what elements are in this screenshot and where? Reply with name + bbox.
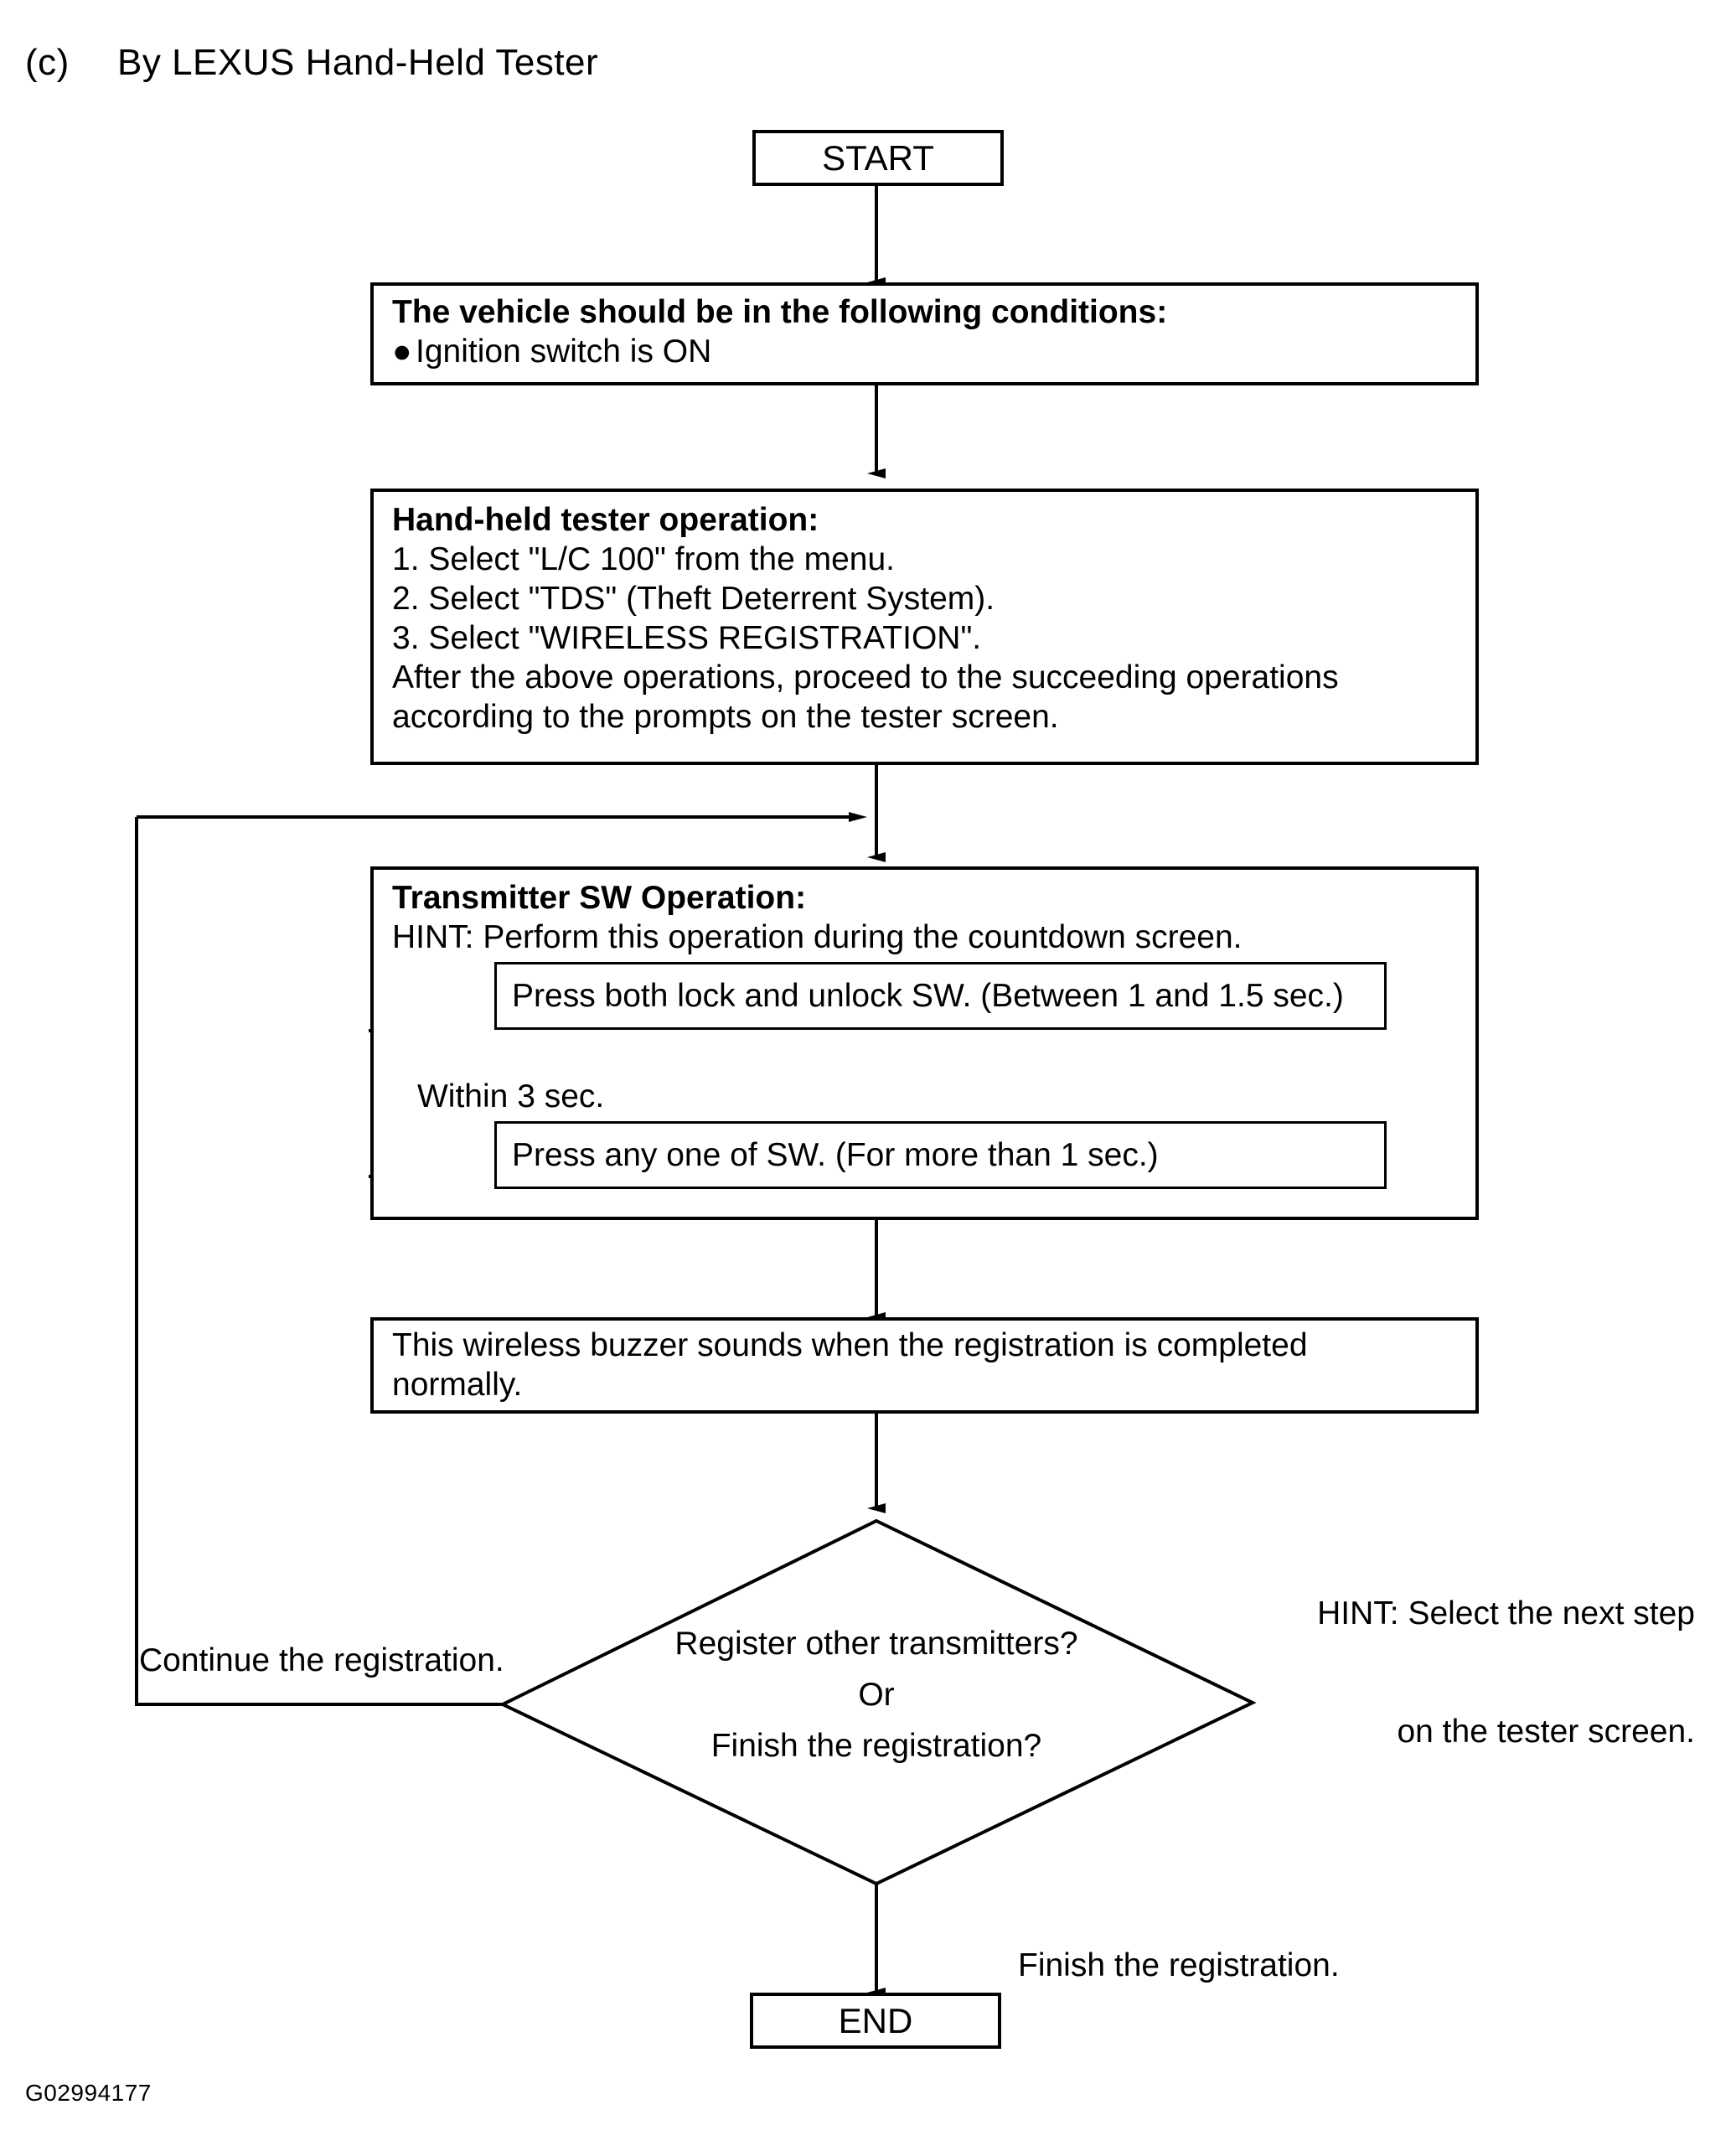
transmitter-step-2-label: Press any one of SW. (For more than 1 se… xyxy=(512,1137,1159,1173)
section-label: (c) xyxy=(25,42,70,83)
start-node: START xyxy=(752,130,1004,186)
tester-screen-hint-line-1: HINT: Select the next step xyxy=(1317,1595,1695,1631)
tester-screen-hint: HINT: Select the next step on the tester… xyxy=(1123,1515,1695,1830)
edge-label-finish: Finish the registration. xyxy=(1018,1947,1340,1983)
tester-operation-step-3: 3. Select "WIRELESS REGISTRATION". xyxy=(392,620,982,656)
vehicle-conditions-node: The vehicle should be in the following c… xyxy=(370,282,1479,385)
decision-node-text: Register other transmitters? Or Finish t… xyxy=(586,1624,1166,1766)
start-label: START xyxy=(822,137,934,178)
timing-label: Within 3 sec. xyxy=(417,1078,605,1114)
decision-line-2: Or xyxy=(858,1677,895,1713)
edge-label-continue: Continue the registration. xyxy=(139,1642,504,1678)
end-label: END xyxy=(838,2000,913,2040)
decision-line-1: Register other transmitters? xyxy=(674,1626,1078,1662)
conditions-bullet-1: Ignition switch is ON xyxy=(416,334,712,370)
tester-screen-hint-line-2: on the tester screen. xyxy=(1397,1714,1695,1750)
transmitter-operation-hint: HINT: Perform this operation during the … xyxy=(392,919,1243,955)
tester-operation-step-2: 2. Select "TDS" (Theft Deterrent System)… xyxy=(392,581,995,617)
figure-id: G02994177 xyxy=(25,2080,152,2106)
tester-operation-node: Hand-held tester operation: 1. Select "L… xyxy=(370,489,1479,765)
page-title: By LEXUS Hand-Held Tester xyxy=(117,42,599,83)
tester-operation-title: Hand-held tester operation: xyxy=(392,502,819,538)
transmitter-step-1-node: Press both lock and unlock SW. (Between … xyxy=(494,962,1387,1030)
buzzer-line-2: normally. xyxy=(392,1367,523,1403)
conditions-title: The vehicle should be in the following c… xyxy=(392,294,1168,330)
transmitter-step-2-node: Press any one of SW. (For more than 1 se… xyxy=(494,1121,1387,1189)
bullet-icon: ● xyxy=(392,334,412,370)
buzzer-line-1: This wireless buzzer sounds when the reg… xyxy=(392,1327,1308,1363)
tester-operation-step-1: 1. Select "L/C 100" from the menu. xyxy=(392,541,895,577)
buzzer-node: This wireless buzzer sounds when the reg… xyxy=(370,1317,1479,1414)
tester-operation-note-line-2: according to the prompts on the tester s… xyxy=(392,699,1059,735)
tester-operation-note-line-1: After the above operations, proceed to t… xyxy=(392,659,1339,695)
transmitter-step-1-label: Press both lock and unlock SW. (Between … xyxy=(512,978,1344,1014)
end-node: END xyxy=(750,1993,1001,2049)
decision-line-3: Finish the registration? xyxy=(710,1728,1042,1764)
transmitter-operation-title: Transmitter SW Operation: xyxy=(392,880,807,916)
conditions-bullet-row: ●Ignition switch is ON xyxy=(392,332,1475,371)
